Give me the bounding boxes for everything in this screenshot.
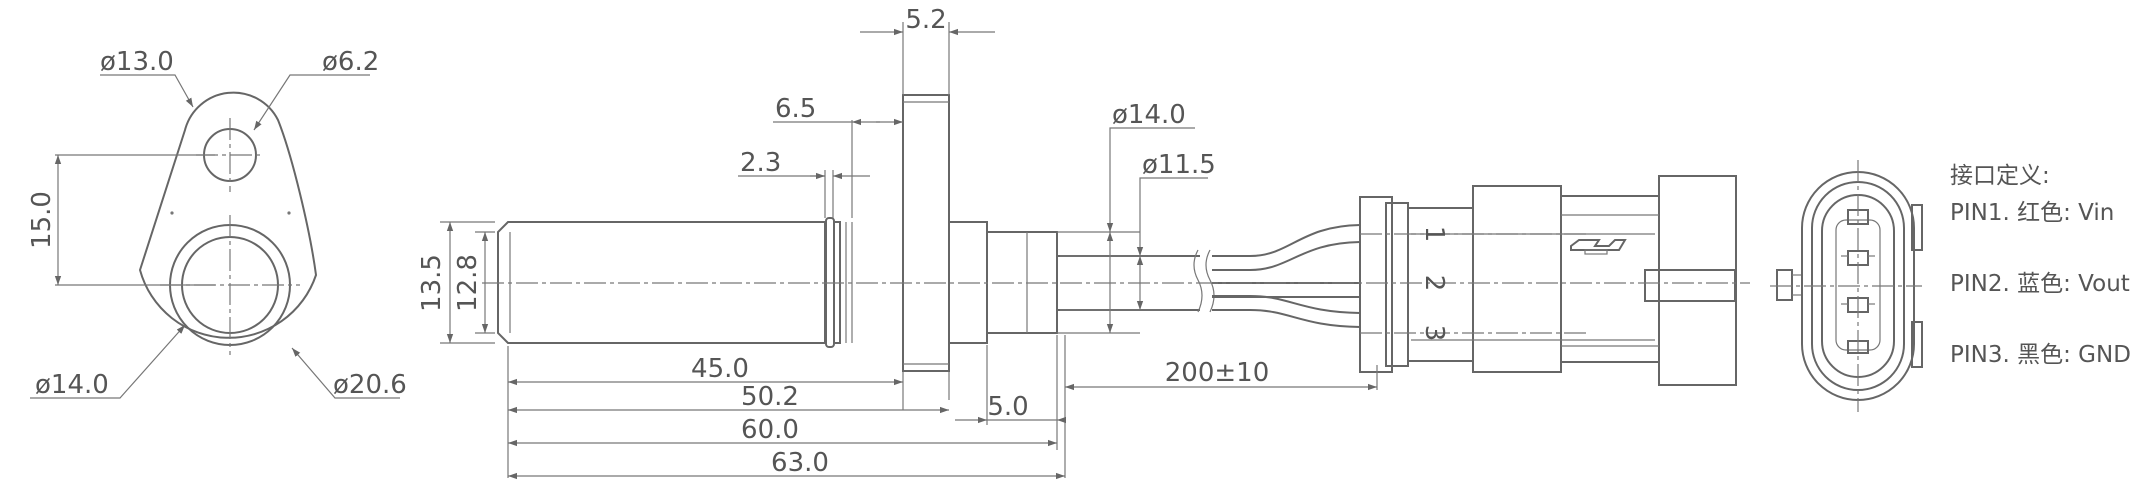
connector-pin-1: 1 [1419, 226, 1449, 243]
dim-phi-13: ø13.0 [100, 47, 174, 77]
connector-body [1359, 175, 1737, 386]
front-view-outline [138, 91, 318, 339]
dim-phi-20-6: ø20.6 [333, 370, 407, 400]
pin-definition: 接口定义: PIN1. 红色: Vin PIN2. 蓝色: Vout PIN3.… [1950, 163, 2131, 368]
dim-phi-11-5: ø11.5 [1142, 150, 1216, 180]
connector-end-view [1770, 160, 1923, 412]
connector-pin-3: 3 [1419, 325, 1449, 342]
dim-15: 15.0 [27, 191, 57, 249]
dim-6-5: 6.5 [775, 94, 816, 124]
sensor-body [497, 221, 841, 344]
dim-5-0: 5.0 [987, 392, 1028, 422]
pin-3-definition: PIN3. 黑色: GND [1950, 342, 2131, 368]
dim-phi-14-front: ø14.0 [35, 370, 109, 400]
mounting-flange [902, 94, 950, 372]
dim-5-2: 5.2 [905, 5, 946, 35]
pin-definition-title: 接口定义: [1950, 163, 2050, 189]
front-view: ø13.0 ø6.2 15.0 ø14.0 ø20.6 [27, 47, 407, 400]
dim-13-5: 13.5 [417, 254, 447, 312]
side-view: 1 2 3 13.5 12.8 5.2 6. [417, 5, 1750, 480]
dim-45: 45.0 [691, 354, 749, 384]
dim-60: 60.0 [741, 415, 799, 445]
dim-63: 63.0 [771, 448, 829, 478]
dim-200: 200±10 [1165, 358, 1270, 388]
dim-phi-6-2: ø6.2 [322, 47, 379, 77]
pin-2-definition: PIN2. 蓝色: Vout [1950, 271, 2130, 297]
dim-2-3: 2.3 [740, 148, 781, 178]
pin-1-definition: PIN1. 红色: Vin [1950, 200, 2114, 226]
dim-12-8: 12.8 [453, 254, 483, 312]
connector-pin-2: 2 [1419, 275, 1449, 292]
dim-phi-14-cable: ø14.0 [1112, 100, 1186, 130]
dim-50-2: 50.2 [741, 382, 799, 412]
